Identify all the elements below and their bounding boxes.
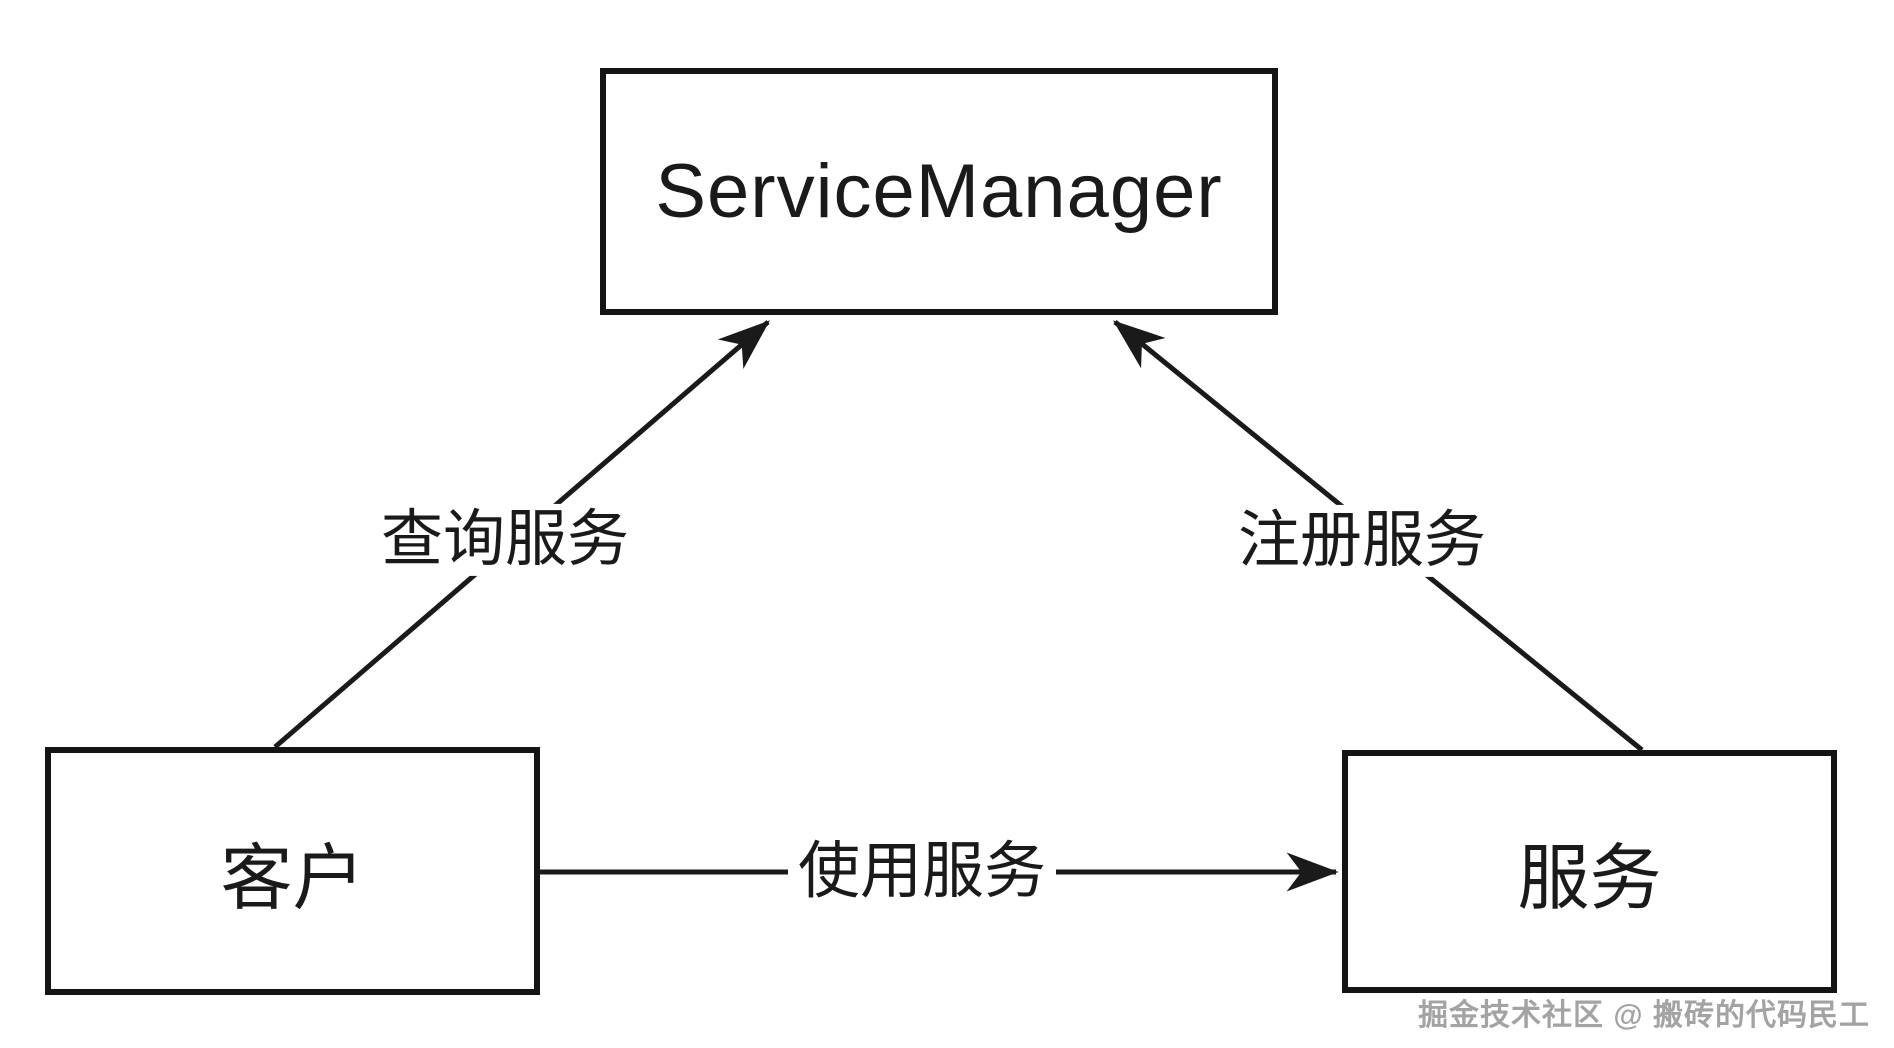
node-client-label: 客户 [220, 838, 365, 919]
watermark-text: 掘金技术社区 @ 搬砖的代码民工 [1418, 999, 1870, 1032]
edge-label-register-service: 注册服务 [1227, 504, 1497, 578]
node-service-label: 服务 [1517, 839, 1662, 919]
node-service: 服务 [1342, 750, 1837, 993]
node-service-manager: ServiceManager [600, 68, 1278, 315]
node-client: 客户 [45, 747, 540, 995]
node-service-manager-label: ServiceManager [655, 149, 1223, 234]
edge-label-use-service: 使用服务 [787, 835, 1057, 909]
edge-label-query-service: 查询服务 [370, 503, 640, 577]
